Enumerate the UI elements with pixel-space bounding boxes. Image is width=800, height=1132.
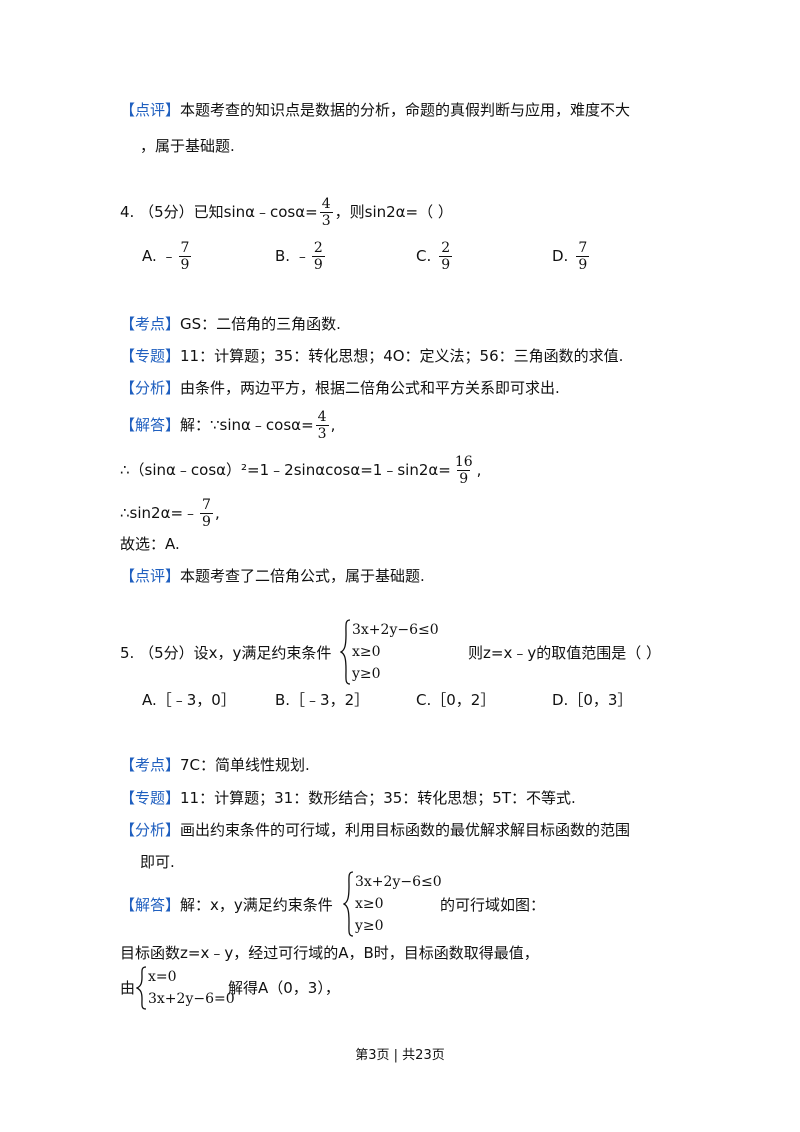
constraint-row: 3x+2y−6≤0 [352,622,439,638]
equation-row: 3x+2y−6=0 [148,991,235,1007]
q5-stem-suffix: 则z=x﹣y的取值范围是（ ） [468,644,661,662]
q4-stem-suffix: ，则sin2α=（ ） [334,203,453,221]
q4-stem-prefix: 4. （5分）已知sinα﹣cosα= [120,203,318,221]
q4-dianping: 【点评】本题考查了二倍角公式，属于基础题. [120,567,425,585]
q5-fenxi: 【分析】画出约束条件的可行域，利用目标函数的最优解求解目标函数的范围 [120,821,631,839]
constraint-row: x≥0 [352,644,381,660]
comment3-line2: ，属于基础题. [140,137,235,155]
q5-fenxi-line2: 即可. [140,853,175,871]
constraint-row: x≥0 [355,896,384,912]
constraint-row: y≥0 [352,666,381,682]
left-brace-icon [136,966,147,1010]
comment3-line1: 【点评】本题考查的知识点是数据的分析，命题的真假判断与应用，难度不大 [120,100,630,120]
q5-zhuanti: 【专题】11：计算题；31：数形结合；35：转化思想；5T：不等式. [120,789,576,807]
q5-option-a[interactable]: A.［﹣3，0］ [142,691,236,709]
q5-jieda-suffix: 的可行域如图： [440,896,546,914]
q4-zhuanti: 【专题】11：计算题；35：转化思想；4O：定义法；56：三角函数的求值. [120,347,624,365]
left-brace-icon [340,619,351,685]
left-brace-icon [343,871,354,937]
comment-tag: 【点评】 [120,101,181,119]
q5-step2-prefix: 由 [120,979,136,997]
q5-kaodian: 【考点】7C：简单线性规划. [120,756,310,774]
q4-kaodian: 【考点】GS：二倍角的三角函数. [120,315,341,333]
page-footer: 第3页 | 共23页 [355,1048,445,1063]
q5-stem-prefix: 5. （5分）设x，y满足约束条件 [120,644,332,662]
equation-row: x=0 [148,969,177,985]
constraint-row: 3x+2y−6≤0 [355,874,442,890]
comment-text: 本题考查的知识点是数据的分析，命题的真假判断与应用，难度不大 [180,101,631,119]
q5-option-d[interactable]: D.［0，3］ [552,691,633,709]
q4-answer: 故选：A. [120,535,180,553]
constraint-row: y≥0 [355,918,384,934]
q4-fenxi: 【分析】由条件，两边平方，根据二倍角公式和平方关系即可求出. [120,379,560,397]
q5-step1: 目标函数z=x﹣y，经过可行域的A，B时，目标函数取得最值， [120,944,539,962]
q5-option-b[interactable]: B.［﹣3，2］ [275,691,370,709]
q5-option-c[interactable]: C.［0，2］ [416,691,496,709]
q5-step2-suffix: 解得A（0，3）， [228,979,340,997]
q5-jieda: 【解答】解：x，y满足约束条件 [120,896,333,914]
